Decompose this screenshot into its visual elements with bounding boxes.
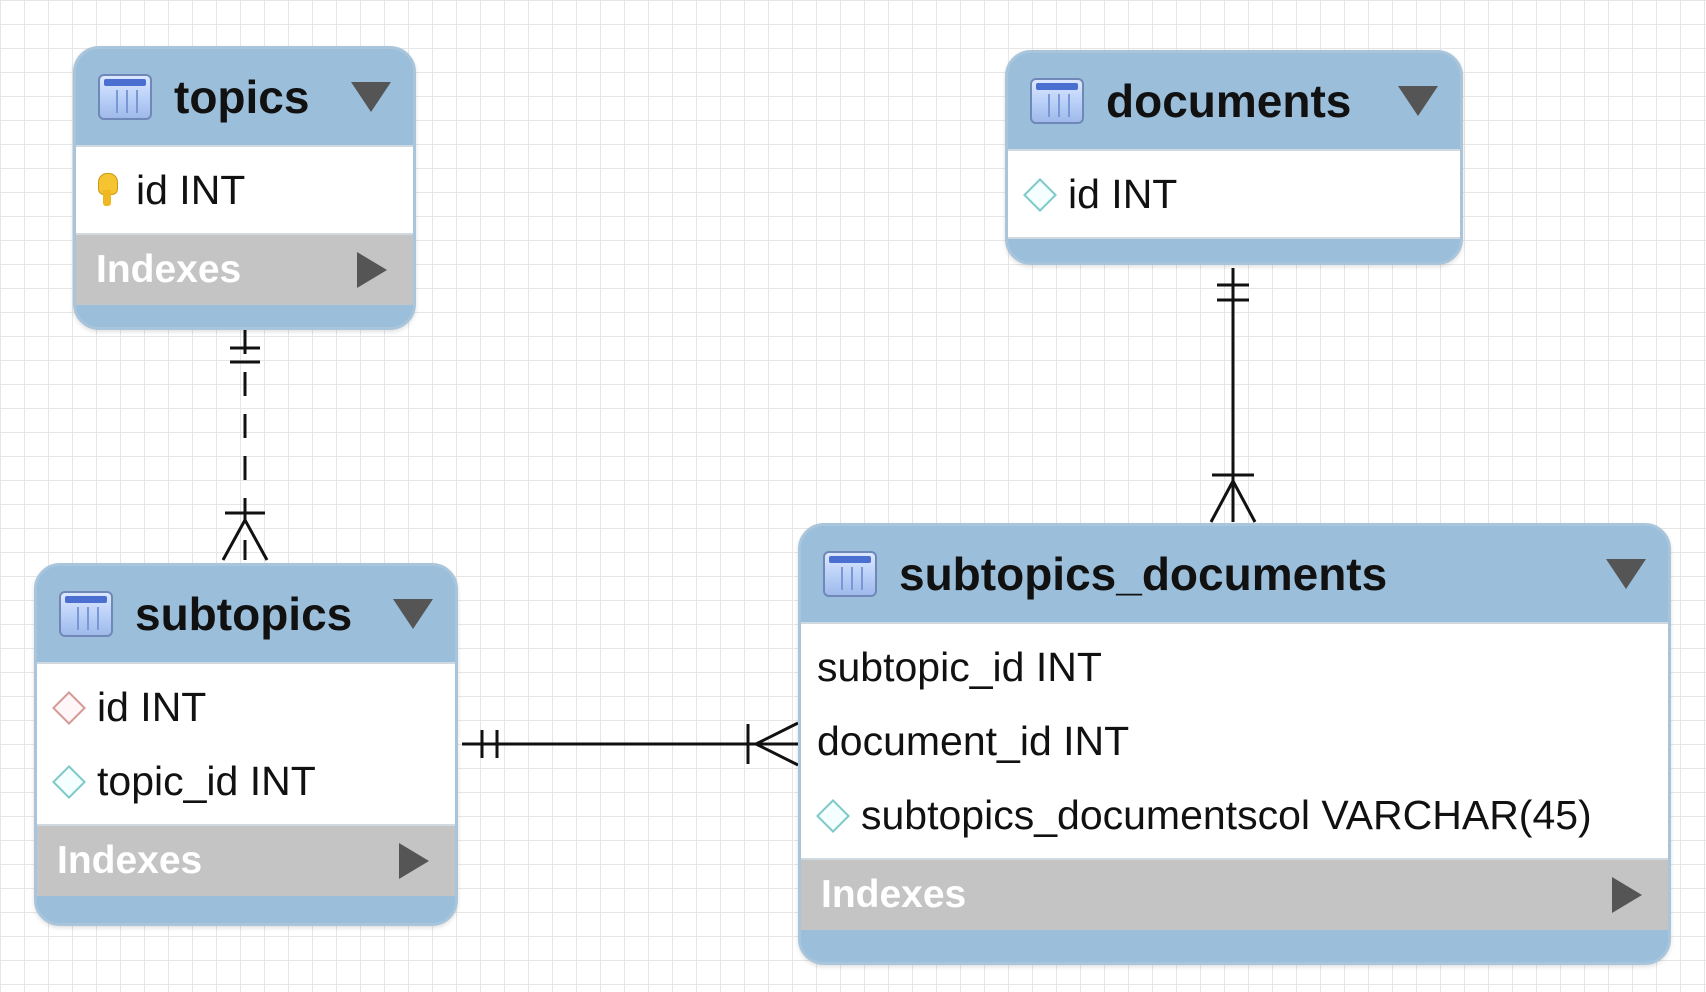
column-row[interactable]: subtopics_documentscol VARCHAR(45) (801, 778, 1668, 852)
indexes-section[interactable]: Indexes (801, 860, 1668, 930)
table-title: subtopics_documents (899, 548, 1388, 600)
indexes-section[interactable]: Indexes (76, 235, 413, 305)
column-row[interactable]: id INT (1008, 157, 1460, 231)
table-footer (76, 305, 413, 327)
table-subtopics-documents-header[interactable]: subtopics_documents (801, 526, 1668, 622)
column-list: subtopic_id INT document_id INT subtopic… (801, 622, 1668, 860)
diamond-fk-icon (1020, 175, 1058, 213)
diamond-fk-icon (49, 762, 87, 800)
collapse-triangle-icon[interactable] (351, 82, 391, 112)
collapse-triangle-icon[interactable] (1398, 86, 1438, 116)
column-label: id INT (1068, 170, 1178, 217)
table-icon (59, 591, 113, 637)
column-row[interactable]: id INT (37, 670, 455, 744)
collapse-triangle-icon[interactable] (1606, 559, 1646, 589)
indexes-label: Indexes (821, 873, 967, 916)
column-label: topic_id INT (97, 757, 316, 804)
table-title: subtopics (135, 588, 353, 640)
table-icon (98, 74, 152, 120)
column-row[interactable]: subtopic_id INT (801, 630, 1668, 704)
table-title: topics (174, 71, 310, 123)
expand-triangle-icon[interactable] (399, 843, 429, 879)
column-label: document_id INT (817, 717, 1130, 764)
relationship-subtopics-subtopics-documents[interactable] (462, 721, 799, 767)
table-topics-header[interactable]: topics (76, 49, 413, 145)
indexes-label: Indexes (57, 839, 203, 882)
table-subtopics-documents[interactable]: subtopics_documents subtopic_id INT docu… (798, 523, 1671, 965)
table-icon (1030, 78, 1084, 124)
expand-triangle-icon[interactable] (1612, 877, 1642, 913)
column-label: id INT (136, 166, 246, 213)
table-subtopics-header[interactable]: subtopics (37, 566, 455, 662)
table-documents-header[interactable]: documents (1008, 53, 1460, 149)
table-footer (37, 896, 455, 923)
table-footer (1008, 239, 1460, 262)
column-label: subtopic_id INT (817, 643, 1102, 690)
collapse-triangle-icon[interactable] (393, 599, 433, 629)
table-topics[interactable]: topics id INT Indexes (73, 46, 416, 330)
key-icon (88, 171, 126, 209)
table-title: documents (1106, 75, 1352, 127)
column-label: id INT (97, 683, 207, 730)
table-icon (823, 551, 877, 597)
column-label: subtopics_documentscol VARCHAR(45) (861, 791, 1592, 838)
diamond-red-icon (49, 688, 87, 726)
diamond-fk-icon (813, 796, 851, 834)
expand-triangle-icon[interactable] (357, 252, 387, 288)
column-list: id INT (76, 145, 413, 235)
indexes-label: Indexes (96, 248, 242, 291)
column-list: id INT topic_id INT (37, 662, 455, 826)
table-subtopics[interactable]: subtopics id INT topic_id INT Indexes (34, 563, 458, 926)
column-row[interactable]: topic_id INT (37, 744, 455, 818)
table-documents[interactable]: documents id INT (1005, 50, 1463, 265)
column-row[interactable]: id INT (76, 153, 413, 227)
table-footer (801, 930, 1668, 958)
relationship-topics-subtopics[interactable] (221, 330, 269, 561)
column-row[interactable]: document_id INT (801, 704, 1668, 778)
column-list: id INT (1008, 149, 1460, 239)
indexes-section[interactable]: Indexes (37, 826, 455, 896)
relationship-documents-subtopics-documents[interactable] (1209, 268, 1257, 523)
